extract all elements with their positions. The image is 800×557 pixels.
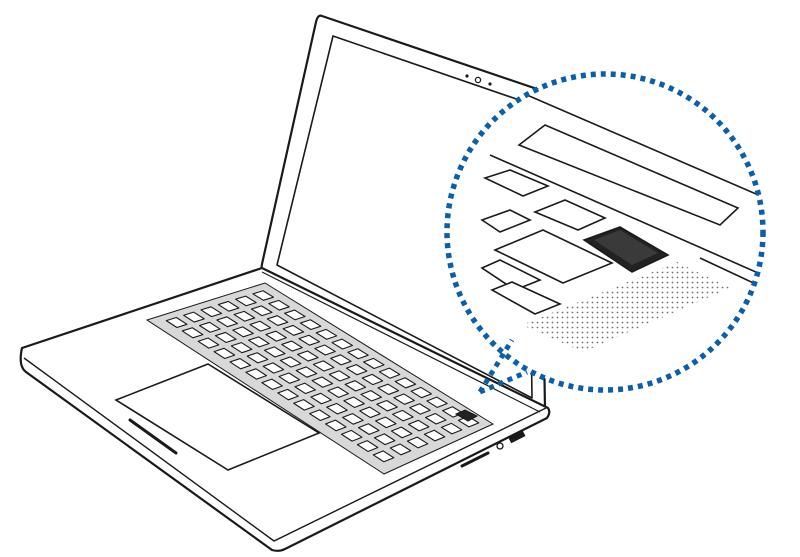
- keyboard-key: [282, 324, 305, 336]
- keyboard-key: [377, 383, 400, 396]
- keyboard-key: [372, 450, 395, 463]
- keyboard-key: [232, 326, 254, 338]
- keyboard-key: [457, 415, 480, 428]
- base-notch: [128, 418, 178, 455]
- zoomed-keyboard-detail: [480, 91, 763, 352]
- keyboard-key: [183, 311, 205, 323]
- keyboard-key: [410, 386, 432, 399]
- keyboard-key: [359, 406, 381, 419]
- audio-jack-icon: [496, 442, 504, 450]
- keyboard-key: [327, 386, 350, 398]
- keyboard-key: [356, 440, 379, 453]
- keyboard-key: [361, 373, 384, 386]
- keyboard-key: [181, 327, 204, 339]
- keyboard-key: [214, 331, 237, 344]
- keyboard-key: [309, 409, 331, 422]
- keyboard-key: [293, 399, 315, 411]
- keyboard-key: [200, 306, 223, 318]
- speaker-grille: [522, 262, 730, 352]
- keyboard-key: [389, 443, 412, 456]
- keyboard-key: [406, 436, 429, 449]
- keyboard-key: [360, 390, 382, 402]
- camera-dot-icon: [465, 74, 469, 78]
- keyboard-key: [423, 429, 446, 442]
- keyboard-key: [278, 372, 301, 384]
- keyboard-key: [326, 402, 348, 415]
- keyboard-key: [357, 423, 380, 435]
- touchpad: [114, 363, 321, 471]
- magnifier-callout: [444, 71, 766, 395]
- keyboard-key: [343, 396, 365, 409]
- keyboard-key: [310, 392, 332, 405]
- keyboard-key: [347, 348, 369, 360]
- keyboard-key: [342, 413, 364, 425]
- keyboard-key: [409, 403, 431, 415]
- keyboard-key: [315, 328, 338, 340]
- keyboard-key: [325, 419, 347, 432]
- keyboard-key: [252, 290, 275, 301]
- keyboard-key: [277, 388, 299, 401]
- keyboard-key: [246, 352, 269, 364]
- keyboard-key: [284, 309, 306, 321]
- keyboard-key: [298, 334, 320, 346]
- keyboard-key: [340, 429, 363, 442]
- keyboard-key: [393, 393, 415, 405]
- keyboard-key: [330, 354, 352, 366]
- keyboard-key: [311, 376, 334, 388]
- keyboard: [165, 290, 480, 463]
- keyboard-key: [230, 342, 253, 354]
- keyboard-key: [407, 419, 430, 432]
- camera-dot-icon: [488, 82, 492, 86]
- card-slot: [460, 451, 490, 468]
- keyboard-key: [376, 399, 398, 412]
- keyboard-key: [390, 426, 413, 439]
- keyboard-key: [297, 350, 319, 362]
- keyboard-key: [266, 315, 289, 327]
- keyboard-key: [331, 338, 354, 350]
- keyboard-key: [440, 422, 463, 435]
- keyboard-key: [279, 356, 302, 368]
- keyboard-key: [262, 362, 285, 374]
- keyboard-key: [263, 346, 286, 358]
- keyboard-key: [426, 396, 448, 408]
- keyboard-key: [281, 340, 303, 352]
- keyboard-key: [213, 347, 236, 360]
- camera-icon: [474, 76, 482, 84]
- keyboard-key: [250, 305, 273, 317]
- keyboard-key: [245, 368, 268, 380]
- keyboard-key: [312, 360, 335, 372]
- keyboard-key: [299, 319, 322, 331]
- power-key-icon: [454, 409, 479, 422]
- keyboard-key: [294, 382, 316, 395]
- keyboard-key: [378, 367, 401, 379]
- keyboard-key: [392, 409, 414, 422]
- keyboard-key: [235, 295, 257, 307]
- keyboard-key: [197, 337, 220, 349]
- keyboard-key: [373, 433, 396, 446]
- keyboard-key: [229, 358, 252, 370]
- keyboard-key: [216, 316, 238, 328]
- keyboard-key: [394, 377, 417, 389]
- keyboard-key: [265, 330, 287, 342]
- keyboard-key: [233, 310, 256, 322]
- keyboard-key: [217, 300, 240, 312]
- keyboard-key: [198, 321, 221, 333]
- keyboard-key: [425, 412, 447, 425]
- keyboard-key: [345, 364, 368, 376]
- keyboard-key: [165, 316, 188, 329]
- keyboard-key: [344, 380, 367, 392]
- keyboard-key: [248, 336, 270, 348]
- keyboard-key: [363, 357, 385, 370]
- keyboard-key: [295, 366, 318, 378]
- keyboard-key: [261, 378, 283, 391]
- keyboard-key: [314, 344, 336, 356]
- callout-border: [444, 71, 766, 393]
- keyboard-key: [249, 320, 272, 332]
- keyboard-key: [268, 299, 290, 311]
- keyboard-key: [328, 370, 351, 382]
- keyboard-key: [375, 416, 397, 429]
- usb-port-icon: [508, 430, 526, 444]
